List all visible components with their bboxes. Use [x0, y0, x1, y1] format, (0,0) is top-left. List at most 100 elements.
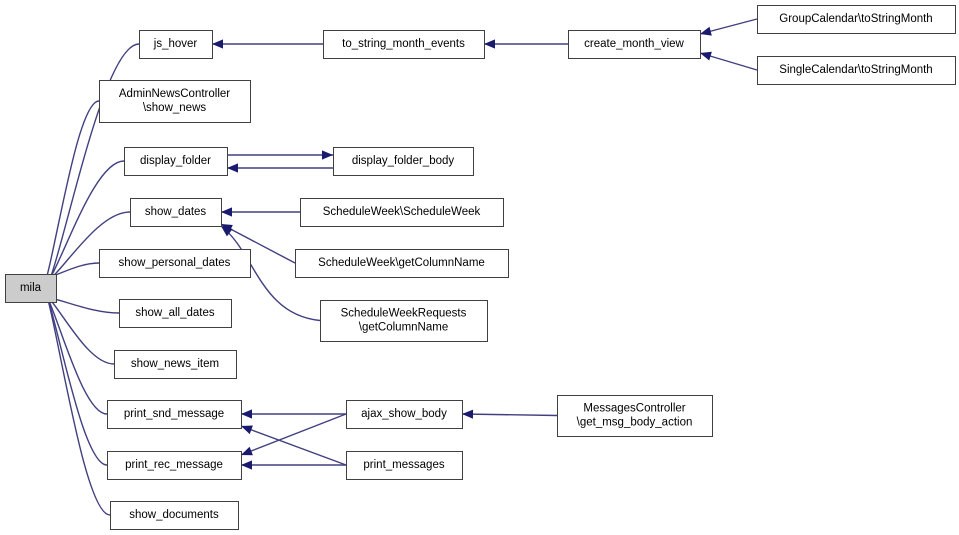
node-label: GroupCalendar\toStringMonth: [779, 13, 932, 25]
node-box[interactable]: [124, 147, 228, 176]
arrowhead-icon: [241, 425, 253, 435]
arrowhead-icon: [484, 39, 495, 49]
node-box[interactable]: [139, 30, 213, 59]
node-box[interactable]: [346, 400, 463, 429]
edge-print_messages-to-print_rec: [241, 460, 346, 470]
node-box[interactable]: [323, 30, 485, 59]
node-label: mila: [20, 282, 42, 294]
node-label: AdminNewsController: [119, 88, 230, 100]
graph-node-create_month[interactable]: create_month_view: [568, 30, 701, 59]
graph-node-display_folder[interactable]: display_folder: [124, 147, 228, 176]
edge-ajax_show_body-to-print_snd: [241, 409, 346, 419]
edge-sw_sw-to-show_dates: [221, 207, 300, 217]
graph-node-show_news_item[interactable]: show_news_item: [114, 350, 237, 379]
node-label: \getColumnName: [359, 322, 448, 334]
node-box[interactable]: [757, 56, 956, 85]
graph-node-print_snd[interactable]: print_snd_message: [107, 400, 242, 429]
graph-node-folder_body[interactable]: display_folder_body: [333, 147, 474, 176]
graph-node-js_hover[interactable]: js_hover: [139, 30, 213, 59]
node-label: js_hover: [153, 38, 198, 50]
edge-line: [240, 425, 347, 466]
node-box[interactable]: [107, 400, 242, 429]
edge-msg_ctrl-to-ajax_show_body: [461, 409, 558, 419]
node-box[interactable]: [99, 249, 251, 278]
graph-node-msg_ctrl[interactable]: MessagesController \get_msg_body_action: [557, 395, 713, 437]
graph-node-ajax_show_body[interactable]: ajax_show_body: [346, 400, 463, 429]
edge-admin_news-to-mila: [29, 100, 100, 299]
graph-node-show_all[interactable]: show_all_dates: [119, 299, 232, 328]
graph-node-sw_gcn[interactable]: ScheduleWeek\getColumnName: [295, 249, 509, 278]
node-label: print_rec_message: [125, 459, 223, 471]
graph-node-group_cal[interactable]: GroupCalendar\toStringMonth: [757, 5, 956, 34]
edge-display_folder-to-folder_body: [227, 150, 333, 160]
graph-node-show_personal[interactable]: show_personal_dates: [99, 249, 251, 278]
graph-node-show_dates[interactable]: show_dates: [130, 198, 222, 227]
node-label: show_personal_dates: [119, 257, 231, 269]
node-label: \show_news: [143, 102, 207, 114]
node-label: print_snd_message: [124, 408, 224, 420]
arrowhead-icon: [221, 226, 233, 237]
arrowhead-icon: [221, 207, 232, 217]
arrowhead-icon: [700, 26, 712, 36]
edge-ajax_show_body-to-print_rec: [240, 413, 347, 456]
node-label: ScheduleWeekRequests: [341, 308, 467, 320]
arrowhead-icon: [700, 51, 712, 61]
node-box[interactable]: [557, 395, 713, 437]
node-box[interactable]: [110, 501, 239, 530]
node-box[interactable]: [346, 451, 463, 480]
graph-node-admin_news[interactable]: AdminNewsController \show_news: [99, 80, 251, 123]
node-box[interactable]: [114, 350, 237, 379]
node-box[interactable]: [757, 5, 956, 34]
node-label: show_all_dates: [135, 307, 215, 319]
node-box[interactable]: [320, 300, 488, 342]
node-label: display_folder: [140, 155, 211, 167]
node-box[interactable]: [107, 451, 242, 480]
graph-node-single_cal[interactable]: SingleCalendar\toStringMonth: [757, 56, 956, 85]
edge-line: [461, 413, 558, 417]
node-label: ajax_show_body: [361, 408, 447, 420]
node-box[interactable]: [130, 198, 222, 227]
node-label: \get_msg_body_action: [577, 417, 693, 429]
edge-print_rec-to-mila: [29, 278, 108, 466]
edge-print_messages-to-print_snd: [240, 425, 347, 466]
node-box[interactable]: [5, 274, 57, 303]
arrowhead-icon: [462, 409, 474, 419]
arrowhead-icon: [241, 446, 253, 456]
edge-line: [32, 278, 108, 466]
edge-folder_body-to-display_folder: [227, 163, 333, 173]
node-label: to_string_month_events: [342, 38, 465, 50]
graph-node-show_documents[interactable]: show_documents: [110, 501, 239, 530]
arrowhead-icon: [212, 39, 223, 49]
node-label: show_dates: [145, 206, 207, 218]
edge-line: [220, 225, 321, 322]
node-label: MessagesController: [583, 403, 685, 415]
node-label: show_news_item: [131, 358, 219, 370]
graph-node-to_string_me[interactable]: to_string_month_events: [323, 30, 485, 59]
graph-node-print_messages[interactable]: print_messages: [346, 451, 463, 480]
graph-node-print_rec[interactable]: print_rec_message: [107, 451, 242, 480]
edge-group_cal-to-create_month: [699, 18, 758, 36]
node-label: display_folder_body: [352, 155, 455, 167]
arrowhead-icon: [241, 409, 252, 419]
graph-node-sw_sw[interactable]: ScheduleWeek\ScheduleWeek: [300, 198, 504, 227]
node-box[interactable]: [99, 80, 251, 123]
arrowhead-icon: [227, 163, 238, 173]
edge-create_month-to-to_string_me: [484, 39, 568, 49]
node-box[interactable]: [119, 299, 232, 328]
graph-node-swr_gcn[interactable]: ScheduleWeekRequests \getColumnName: [320, 300, 488, 342]
node-box[interactable]: [333, 147, 474, 176]
edge-line: [32, 100, 100, 299]
node-label: ScheduleWeek\ScheduleWeek: [323, 206, 481, 218]
node-label: create_month_view: [584, 38, 684, 50]
node-box[interactable]: [295, 249, 509, 278]
node-box[interactable]: [300, 198, 504, 227]
node-label: show_documents: [129, 509, 219, 521]
edge-to_string_me-to-js_hover: [212, 39, 323, 49]
edge-line: [32, 284, 108, 415]
node-box[interactable]: [568, 30, 701, 59]
edge-line: [220, 223, 296, 264]
edge-line: [240, 413, 347, 456]
graph-node-mila[interactable]: mila: [5, 274, 57, 303]
